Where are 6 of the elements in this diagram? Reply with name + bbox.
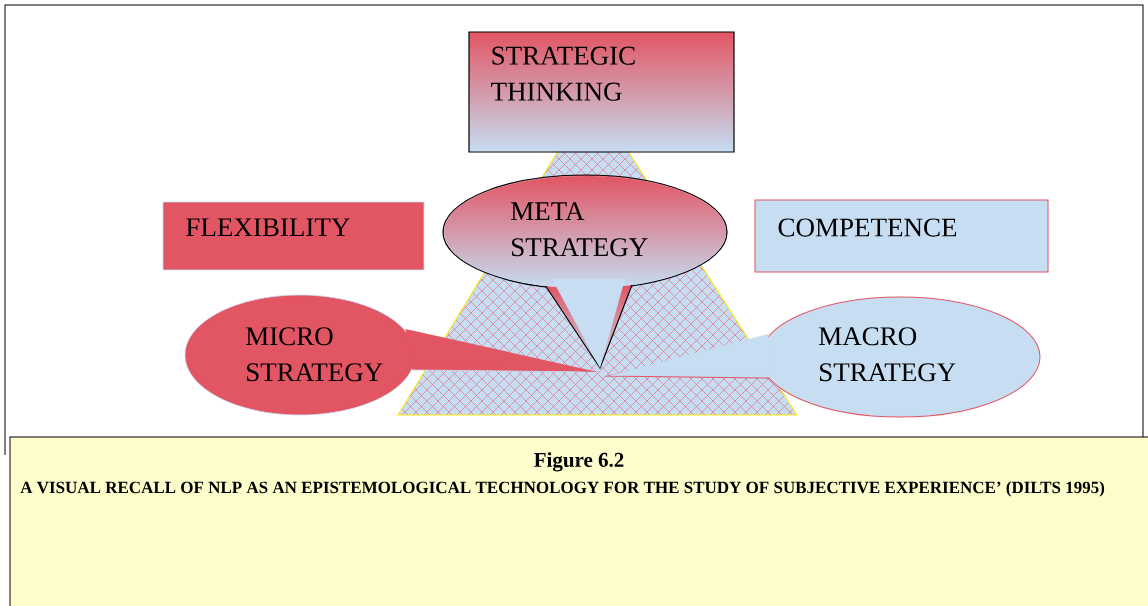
caption-text: A VISUAL RECALL OF NLP AS AN EPISTEMOLOGICAL TECHNOLOGY FOR THE STUDY OF SUBJECTIVE EXPERIENCE’ (DILTS 1995) (20, 481, 1105, 497)
concept-box: COMPETENCE (754, 199, 1049, 273)
speech-bubble: MICRO STRATEGY (184, 294, 599, 416)
heading-box: STRATEGIC THINKING (468, 31, 735, 153)
concept-box: FLEXIBILITY (162, 201, 425, 271)
figure-title: Figure 6.2 (534, 452, 624, 472)
